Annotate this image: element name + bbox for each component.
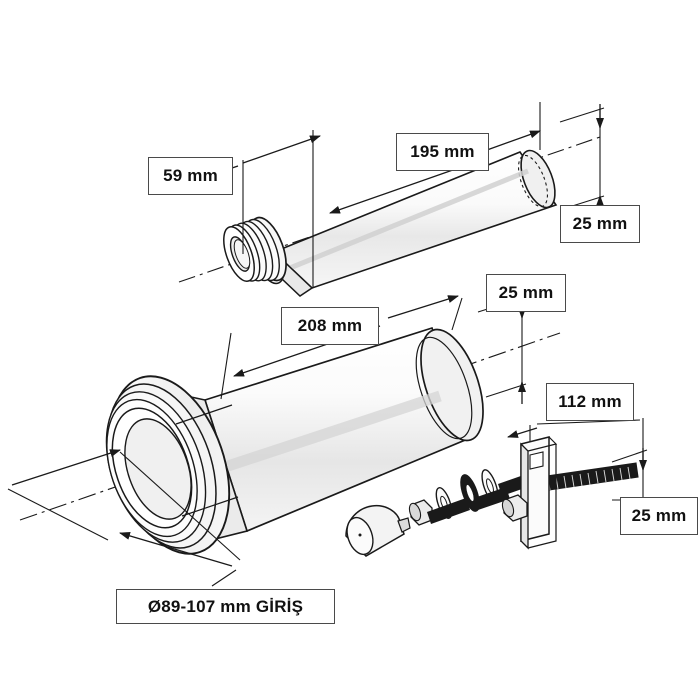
upper-thread-collar: [223, 216, 287, 282]
inlet-flange: [105, 375, 239, 555]
bracket-plate: [520, 436, 558, 550]
lower-pipe-end-opening: [420, 328, 484, 442]
upper-pipe-assembly: [178, 136, 601, 297]
dimension-label-112mm: 112 mm: [546, 383, 634, 421]
lower-pipe-end-inner: [415, 336, 473, 440]
dome-cap: [345, 504, 411, 557]
inlet-bore: [124, 418, 192, 520]
hardware-assembly: [345, 436, 639, 557]
dimension-label-inlet-diameter: Ø89-107 mm GİRİŞ: [116, 589, 335, 624]
hex-nut-right: [501, 494, 528, 522]
hex-nut-left: [408, 499, 433, 526]
threaded-rod: [532, 462, 639, 493]
lower-pipe-assembly: [19, 326, 561, 555]
upper-pipe-highlight: [289, 168, 529, 271]
dimension-label-195mm: 195 mm: [396, 133, 489, 171]
upper-pipe-end-opening: [520, 149, 556, 209]
dimension-label-25mm-upper: 25 mm: [560, 205, 640, 243]
rod-segment-left: [427, 498, 470, 524]
dimension-label-208mm: 208 mm: [281, 307, 379, 345]
upper-pipe-body: [272, 151, 558, 289]
dimension-label-25mm-rod: 25 mm: [620, 497, 698, 535]
lower-pipe-highlight: [220, 390, 442, 474]
dimension-label-25mm-middle: 25 mm: [486, 274, 566, 312]
dimension-label-59mm: 59 mm: [148, 157, 233, 195]
